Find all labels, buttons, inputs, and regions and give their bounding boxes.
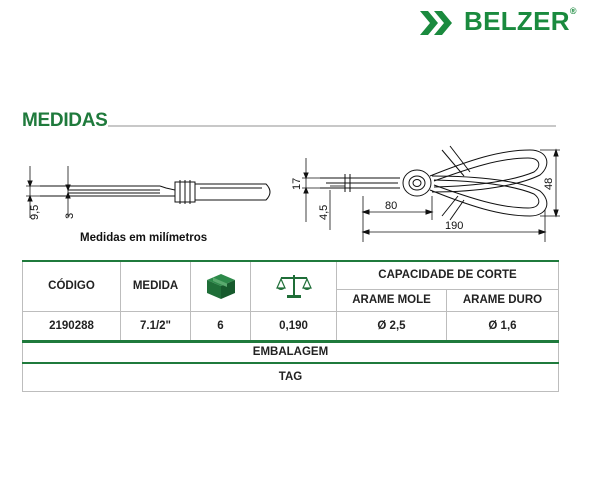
side-view-drawing [26,166,271,218]
cell-quantidade: 6 [190,310,251,343]
header-capacidade: CAPACIDADE DE CORTE [336,260,559,290]
cell-peso: 0,190 [250,310,337,343]
cell-arame-mole: Ø 2,5 [336,310,447,343]
top-view-drawing [302,145,560,242]
dim-label-tip-width: 4,5 [318,205,330,220]
technical-drawing: 9,5 3 [26,145,560,242]
cell-arame-duro: Ø 1,6 [446,310,559,343]
title-divider [108,125,556,127]
dim-label-jaw-length: 80 [385,200,397,212]
header-codigo: CÓDIGO [22,260,121,312]
header-arame-duro: ARAME DURO [446,288,559,312]
dim-label-jaw-width: 17 [291,178,303,190]
embalagem-value: TAG [22,362,559,392]
measurement-note: Medidas em milímetros [80,232,208,244]
box-icon [206,274,235,300]
section-title: MEDIDAS [22,110,108,131]
cell-medida: 7.1/2" [120,310,191,343]
spec-table: CÓDIGO MEDIDA CAPACIDADE DE CORTE A [22,260,559,392]
dim-label-total-length: 190 [445,220,463,232]
dim-label-handle-width: 48 [543,178,555,190]
header-quantity [190,260,251,312]
dim-label-tip: 3 [64,213,76,219]
embalagem-label: EMBALAGEM [22,340,559,364]
brand-logo: BELZER® [418,6,594,36]
scale-icon [275,275,312,299]
header-weight [250,260,337,312]
header-arame-mole: ARAME MOLE [336,288,447,312]
chevron-logo-icon [420,11,452,35]
cell-codigo: 2190288 [22,310,121,343]
brand-name: BELZER® [464,6,577,36]
dim-label-thickness: 9,5 [29,205,41,220]
header-medida: MEDIDA [120,260,191,312]
